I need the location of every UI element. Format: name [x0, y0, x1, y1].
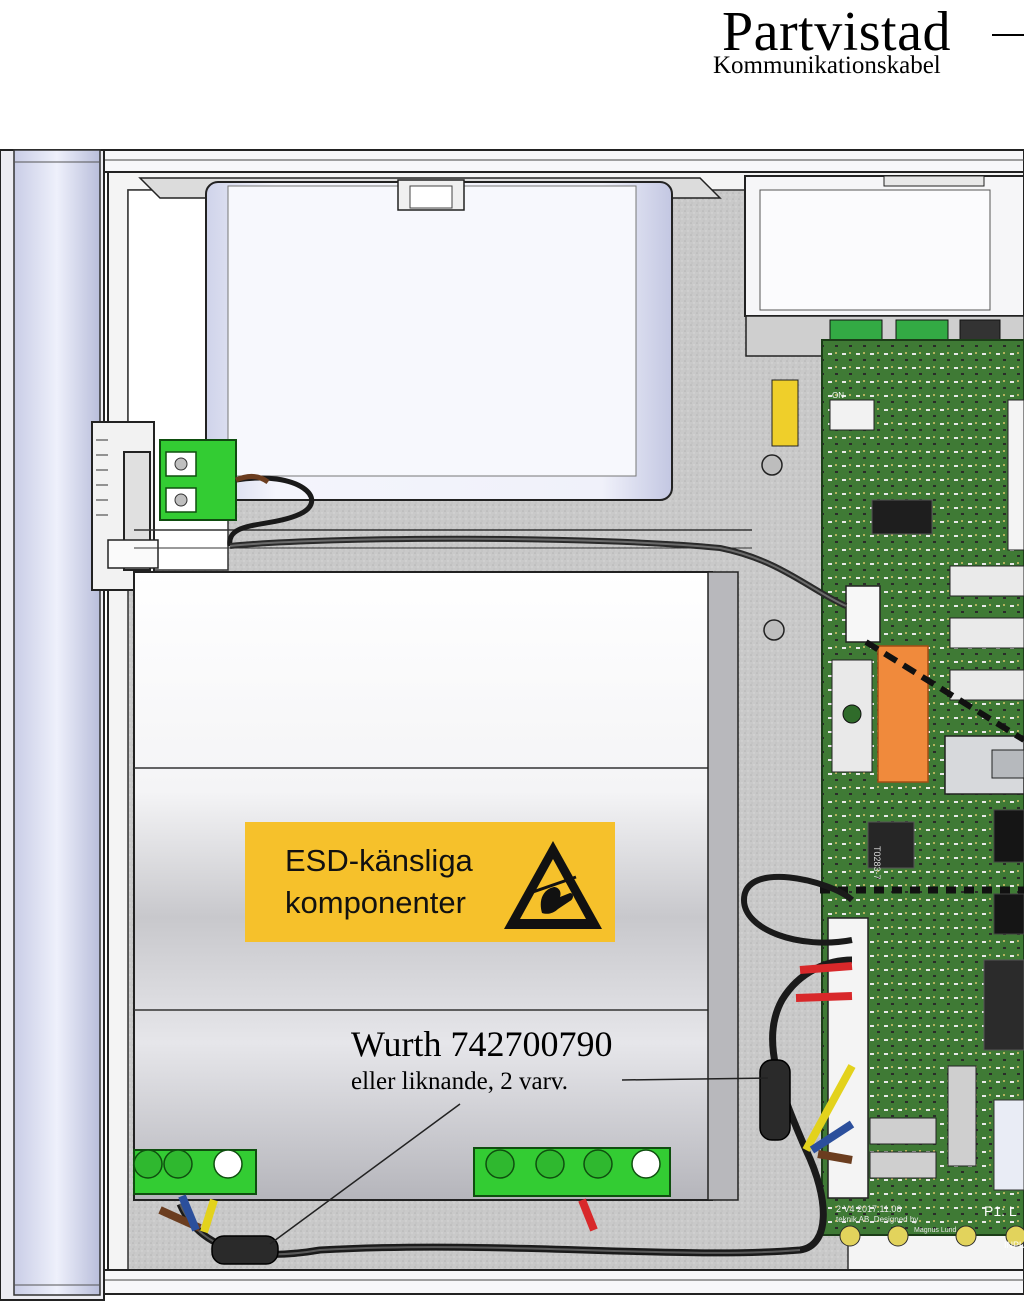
esd-label-line2: komponenter [285, 885, 466, 920]
esd-warning-label: ESD-känsliga komponenter [245, 822, 615, 942]
esd-hand-icon [504, 841, 602, 929]
brand-subtitle: Kommunikationskabel [713, 52, 941, 79]
esd-label-line1: ESD-känsliga [285, 843, 473, 878]
title-rule [992, 34, 1024, 36]
brand-title: Partvistad [722, 1, 951, 63]
part-number-label: Wurth 742700790 [351, 1024, 613, 1064]
part-note-label: eller liknande, 2 varv. [351, 1068, 569, 1095]
